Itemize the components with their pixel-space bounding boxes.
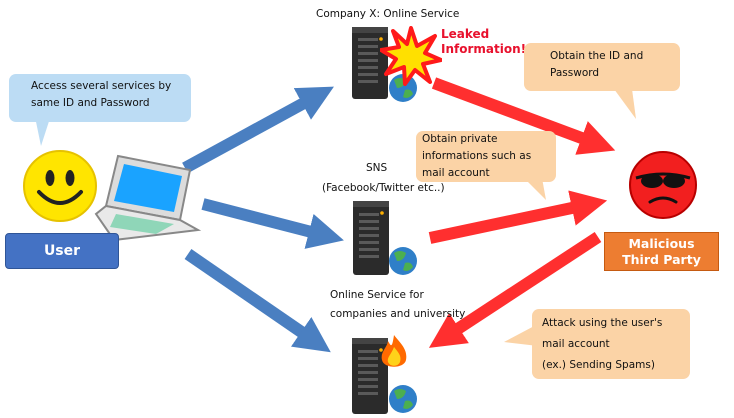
company-server-icon: [352, 27, 417, 102]
university-server-label-line1: Online Service for: [330, 289, 424, 301]
arrow-user-to-university: [184, 249, 331, 353]
user-label: User: [43, 243, 81, 259]
obtain-private-line1: Obtain private: [422, 133, 498, 145]
arrow-company-to-attacker: [431, 77, 616, 155]
attacker-label-line1: Malicious: [628, 235, 695, 251]
attack-line1: Attack using the user's: [542, 317, 663, 329]
masked-face-icon: [629, 151, 697, 219]
sns-server-icon: [353, 201, 417, 275]
obtain-id-line1: Obtain the ID and: [550, 50, 644, 62]
sns-server-label-line1: SNS: [366, 162, 388, 174]
attack-callout-tail: [504, 324, 538, 346]
user-callout-line1: Access several services by: [31, 80, 172, 92]
obtain-private-callout: Obtain private informations such as mail…: [416, 131, 556, 182]
obtain-private-callout-tail: [524, 178, 546, 200]
arrow-attacker-to-university: [428, 231, 602, 348]
leak-text-line1: Leaked: [441, 27, 490, 41]
explosion-icon: [380, 26, 442, 86]
university-server-icon: [352, 338, 417, 414]
laptop-icon: [94, 154, 202, 242]
attacker-label-line2: Third Party: [622, 251, 701, 267]
obtain-id-callout-tail: [614, 89, 636, 119]
university-server-label-line2: companies and university: [330, 308, 466, 320]
company-server-label: Company X: Online Service: [316, 8, 460, 20]
user-callout-line2: same ID and Password: [31, 97, 150, 109]
user-label-box: User: [5, 233, 119, 269]
arrow-user-to-company: [182, 86, 334, 174]
smiley-face-icon: [23, 150, 97, 222]
obtain-id-callout: Obtain the ID and Password: [524, 43, 680, 91]
obtain-private-line3: mail account: [422, 167, 490, 179]
arrow-user-to-sns: [201, 198, 344, 249]
arrow-sns-to-attacker: [428, 190, 608, 244]
obtain-id-line2: Password: [550, 67, 600, 79]
obtain-private-line2: informations such as: [422, 150, 532, 162]
attack-callout: Attack using the user's mail account (ex…: [532, 309, 690, 379]
user-callout-tail: [34, 112, 52, 146]
attacker-label-box: Malicious Third Party: [604, 232, 719, 271]
leak-text-line2: Information!: [441, 42, 527, 56]
fire-icon: [381, 335, 407, 367]
sns-server-label-line2: (Facebook/Twitter etc..): [322, 182, 445, 194]
attack-line2: mail account: [542, 338, 610, 350]
attack-line3: (ex.) Sending Spams): [542, 359, 655, 371]
